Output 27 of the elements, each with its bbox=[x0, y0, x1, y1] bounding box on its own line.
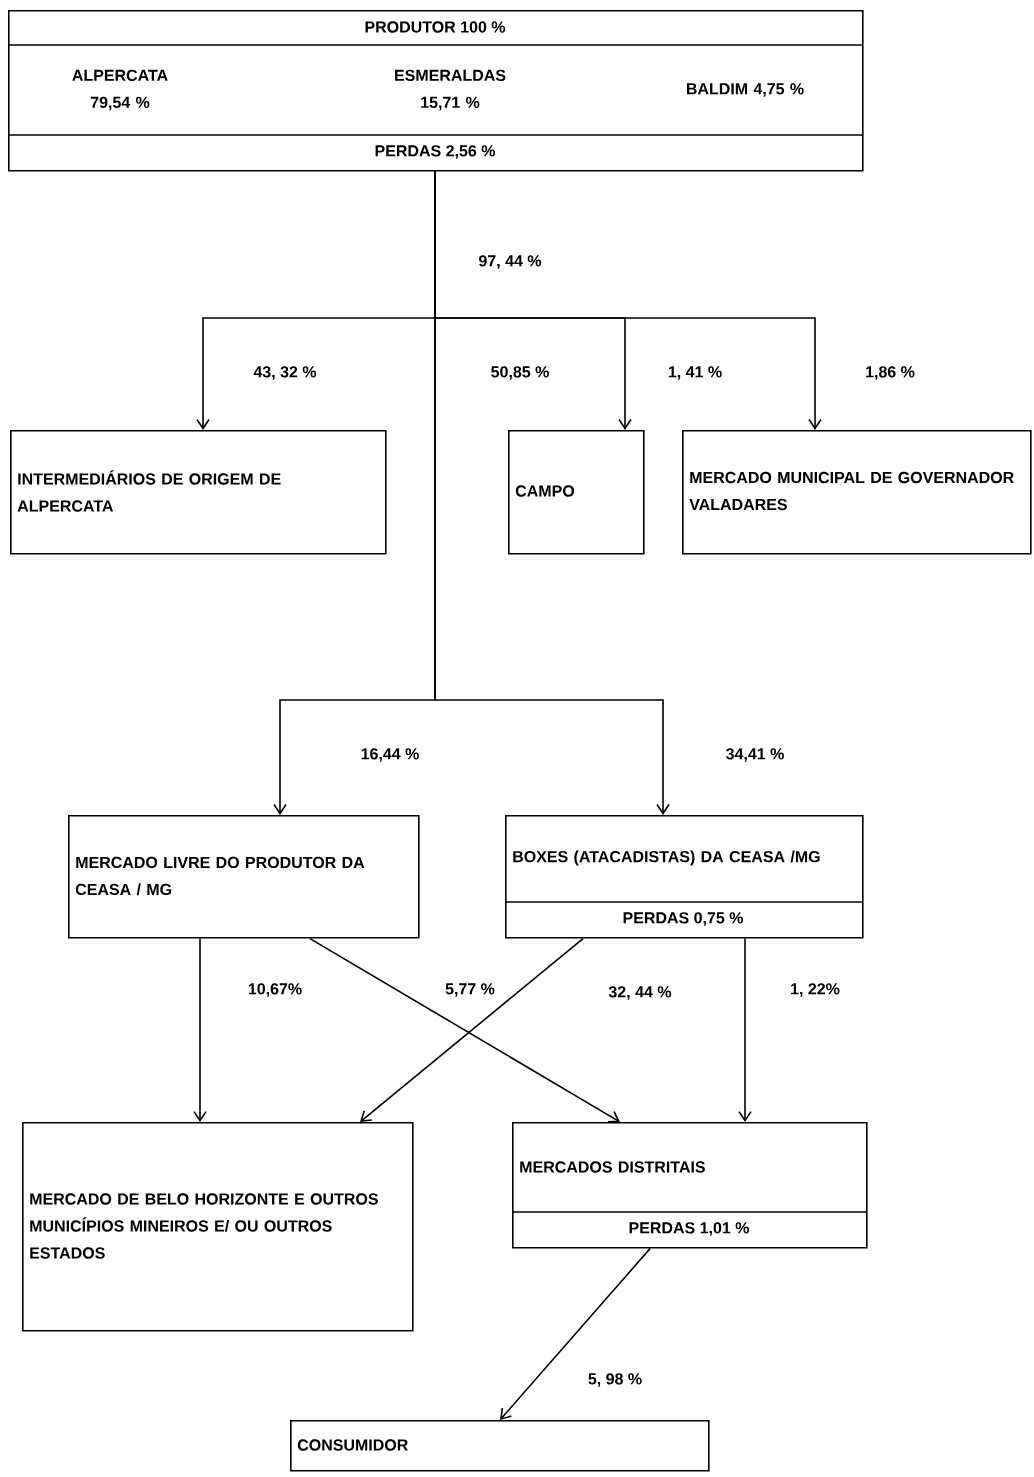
arrow bbox=[360, 937, 584, 1122]
flow-box: CONSUMIDOR bbox=[290, 1420, 710, 1472]
edge-label: 5, 98 % bbox=[585, 1371, 645, 1389]
arrow bbox=[309, 937, 620, 1123]
arrow bbox=[738, 937, 752, 1122]
arrow bbox=[193, 937, 207, 1122]
flow-label: 50,85 % bbox=[488, 364, 552, 382]
flow-box: MERCADO LIVRE DO PRODUTOR DA CEASA / MG bbox=[68, 815, 420, 939]
flow-box: MERCADOS DISTRITAIS PERDAS 1,01 % bbox=[511, 1122, 868, 1249]
flow-box: MERCADO MUNICIPAL DE GOVERNADOR VALADARES bbox=[682, 430, 1032, 555]
flow-box: MERCADO DE BELO HORIZONTE E OUTROS MUNICÍPIOS MINEIROS E/ OU OUTROS ESTADOS bbox=[22, 1122, 414, 1332]
flow-label: 97, 44 % bbox=[476, 253, 544, 271]
edge-label: 5,77 % bbox=[443, 981, 497, 999]
flow-box: BOXES (ATACADISTAS) DA CEASA /MG PERDAS 0,75 % bbox=[504, 815, 864, 939]
edge-label: 16,44 % bbox=[358, 746, 422, 764]
arrow bbox=[500, 1247, 651, 1420]
flow-box: CAMPO bbox=[508, 430, 645, 555]
edge-label: 43, 32 % bbox=[251, 364, 319, 382]
edge-label: 10,67% bbox=[245, 981, 305, 999]
source-box: PRODUTOR 100 % ALPERCATA 79,54 % ESMERALDAS 15,71 % BALDIM 4,75 % PERDAS 2,56 % bbox=[7, 10, 864, 172]
edge-label: 1,86 % bbox=[863, 364, 917, 382]
edge-label: 1, 41 % bbox=[665, 364, 725, 382]
edge-label: 1, 22% bbox=[788, 981, 842, 999]
flow-box: INTERMEDIÁRIOS DE ORIGEM DE ALPERCATA bbox=[10, 430, 387, 555]
edge-label: 34,41 % bbox=[723, 746, 787, 764]
arrow bbox=[434, 170, 670, 815]
edge-label: 32, 44 % bbox=[606, 984, 674, 1002]
